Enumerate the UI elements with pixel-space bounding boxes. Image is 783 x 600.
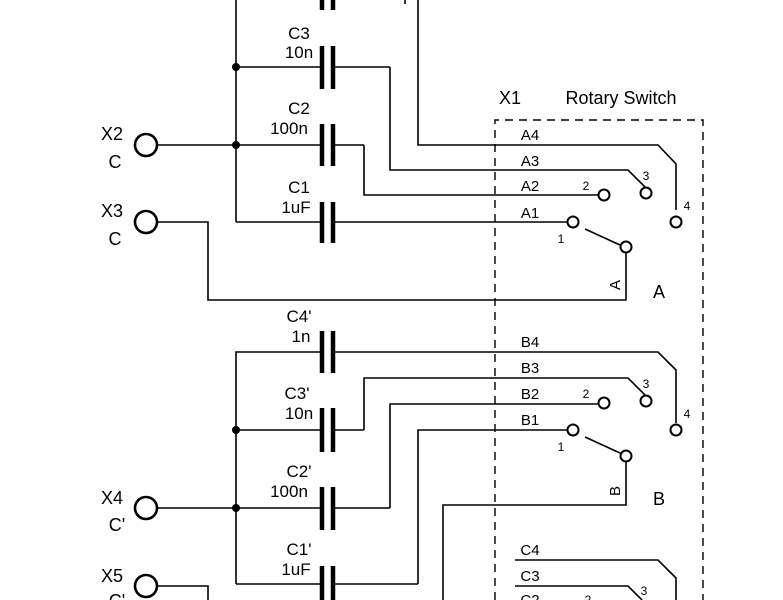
switch-designator: X1 [499, 88, 521, 108]
junction-dot [232, 63, 240, 71]
c2-ref: C2 [288, 99, 310, 118]
contact-a1[interactable] [566, 215, 580, 229]
wire-c3-row [515, 585, 643, 600]
c3-prime-ref: C3' [285, 384, 310, 403]
terminal-x4[interactable] [133, 495, 159, 521]
rotary-switch-box [494, 119, 704, 600]
c3-ref: C3 [288, 24, 310, 43]
wiper-pivot-a[interactable] [619, 240, 633, 254]
terminal-x3-label: C [109, 229, 122, 249]
wire-c2-to-a2 [363, 145, 598, 196]
wiper-a-label: A [607, 280, 624, 290]
switch-title: Rotary Switch [565, 88, 676, 108]
section-b-label: B [653, 489, 665, 509]
contact-b1[interactable] [566, 423, 580, 437]
contact-a4[interactable] [669, 215, 683, 229]
row-b4-label: B4 [521, 334, 539, 351]
terminal-x2-id: X2 [101, 124, 123, 144]
terminal-x4-id: X4 [101, 488, 123, 508]
terminal-x5[interactable] [133, 573, 159, 599]
contact-a2[interactable] [597, 188, 611, 202]
wire-wiper-b-out [442, 460, 627, 600]
contact-a2-number: 2 [583, 179, 590, 193]
row-c2-label: C2 [520, 592, 539, 600]
wiper-arm-a [584, 228, 621, 246]
c1-value: 1uF [281, 198, 310, 217]
contact-a1-number: 1 [558, 232, 565, 246]
c1-prime-ref: C1' [287, 540, 312, 559]
contact-c3-number: 3 [641, 584, 648, 598]
c3-prime-value: 10n [285, 404, 313, 423]
capacitor-c1-prime: C1' 1uF [236, 540, 418, 600]
capacitor-c4-prime: C4' 1n [287, 307, 336, 373]
wiper-arm-b [584, 436, 621, 454]
wire-c3-to-a3 [389, 67, 646, 188]
contact-c2-number: 2 [585, 593, 592, 600]
wire-c4-row [515, 559, 677, 600]
capacitor-c2: C2 100n [236, 99, 364, 166]
c2-prime-value: 100n [270, 482, 308, 501]
contact-b4[interactable] [669, 423, 683, 437]
terminal-x4-label: C' [109, 515, 125, 535]
row-b2-label: B2 [521, 386, 539, 403]
wire-x3-to-wiper-a [157, 221, 627, 301]
c2-prime-ref: C2' [287, 462, 312, 481]
wiper-b-label: B [607, 486, 624, 496]
contact-b3-number: 3 [643, 377, 650, 391]
row-a2-label: A2 [521, 178, 539, 195]
row-a4-label: A4 [521, 127, 539, 144]
contact-b2-number: 2 [583, 387, 590, 401]
wire-c4-to-a4 [417, 0, 677, 210]
terminal-x5-id: X5 [101, 566, 123, 586]
row-a1-label: A1 [521, 205, 539, 222]
wire-c4p-to-b4 [335, 351, 677, 423]
contact-b4-number: 4 [684, 407, 691, 421]
c1-ref: C1 [288, 178, 310, 197]
capacitor-c1: C1 1uF [236, 178, 567, 243]
c4-prime-value: 1n [292, 327, 311, 346]
c1-prime-value: 1uF [281, 560, 310, 579]
row-c4-label: C4 [520, 542, 539, 559]
capacitor-c3-prime: C3' 10n [236, 384, 364, 452]
c4-prime-ref: C4' [287, 307, 312, 326]
contact-b3[interactable] [639, 394, 653, 408]
row-c3-label: C3 [520, 568, 539, 585]
terminal-x2-label: C [109, 152, 122, 172]
section-a-label: A [653, 282, 665, 302]
capacitor-c3: C3 10n [236, 24, 390, 89]
contact-b1-number: 1 [558, 440, 565, 454]
wire-c2p-to-b2 [389, 403, 598, 508]
c2-value: 100n [270, 119, 308, 138]
wire-c3p-to-b3 [363, 377, 646, 430]
row-b3-label: B3 [521, 360, 539, 377]
terminal-x2[interactable] [133, 132, 159, 158]
terminal-x5-label: C' [109, 591, 125, 600]
junction-dot [232, 426, 240, 434]
row-b1-label: B1 [521, 412, 539, 429]
capacitor-c2-prime: C2' 100n [236, 462, 390, 530]
contact-b2[interactable] [597, 396, 611, 410]
row-a3-label: A3 [521, 153, 539, 170]
terminal-x3-id: X3 [101, 201, 123, 221]
wiper-pivot-b[interactable] [619, 449, 633, 463]
c3-value: 10n [285, 43, 313, 62]
contact-a3-number: 3 [643, 169, 650, 183]
wire-x5 [157, 585, 209, 600]
terminal-x3[interactable] [133, 209, 159, 235]
contact-a4-number: 4 [684, 199, 691, 213]
contact-a3[interactable] [639, 186, 653, 200]
wire-c1p-to-b1 [417, 429, 567, 584]
